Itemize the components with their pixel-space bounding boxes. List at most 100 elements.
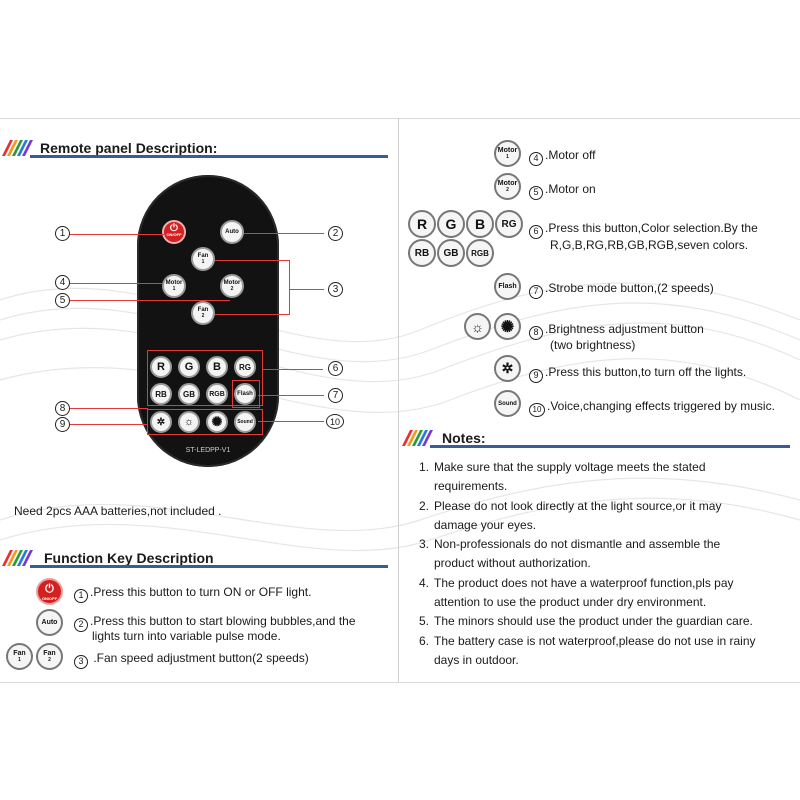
rg-button[interactable]: RG (234, 356, 256, 378)
right-item-7: 7.Strobe mode button,(2 speeds) (529, 280, 714, 299)
r-button-icon: R (408, 210, 436, 238)
lights-off-icon: ✲ (156, 416, 166, 428)
flash-button[interactable]: Flash (234, 383, 256, 405)
note-item: 3.Non-professionals do not dismantle and… (419, 537, 721, 571)
rainbow-stripes-icon (402, 430, 433, 446)
sound-button[interactable]: Sound (234, 411, 256, 433)
remote-model-label: ST-LEDPP-V1 (185, 447, 231, 454)
b-button[interactable]: B (206, 356, 228, 378)
r-button[interactable]: R (150, 356, 172, 378)
brightness-low-button[interactable]: ☼ (178, 411, 200, 433)
leader-line-1 (70, 234, 164, 235)
onoff-button[interactable]: ⏻ON/OFF (162, 220, 186, 244)
heading-rule (30, 565, 388, 568)
leader-line-5 (70, 300, 230, 301)
sun-small-icon: ☼ (471, 318, 484, 335)
note-item: 1.Make sure that the supply voltage meet… (419, 460, 706, 494)
callout-6: 6 (328, 361, 343, 376)
rgb-button[interactable]: RGB (206, 383, 228, 405)
heading-rule (430, 445, 790, 448)
auto-button-icon: Auto (36, 609, 63, 636)
leader-line-3c (289, 289, 324, 290)
power-icon: ⏻ (170, 223, 178, 234)
notes-heading: Notes: (400, 428, 792, 450)
leader-line-10 (258, 421, 324, 422)
callout-8: 8 (55, 401, 70, 416)
right-item-5: 5.Motor on (529, 181, 596, 200)
leader-line-3a (215, 260, 289, 261)
callout-3: 3 (328, 282, 343, 297)
callout-2: 2 (328, 226, 343, 241)
leader-line-8 (70, 408, 148, 409)
function-item-2: 2.Press this button to start blowing bub… (74, 613, 356, 632)
leader-line-3b (215, 314, 289, 315)
brightness-high-icon: ✺ (494, 313, 521, 340)
sound-button-icon: Sound (494, 390, 521, 417)
notes-list: 1.Make sure that the supply voltage meet… (416, 458, 796, 670)
rb-button[interactable]: RB (150, 383, 172, 405)
lower-buttons-highlight (147, 409, 263, 435)
right-item-4: 4.Motor off (529, 147, 595, 166)
rainbow-stripes-icon (2, 550, 33, 566)
auto-button[interactable]: Auto (220, 220, 244, 244)
leader-line-7 (258, 395, 324, 396)
remote-panel-heading: Remote panel Description: (0, 138, 390, 160)
column-divider (398, 118, 399, 683)
rainbow-stripes-icon (2, 140, 33, 156)
page-frame (0, 118, 800, 683)
lights-off-icon-button: ✲ (494, 355, 521, 382)
callout-4: 4 (55, 275, 70, 290)
b-button-icon: B (466, 210, 494, 238)
power-icon: ⏻ (45, 582, 54, 595)
g-button[interactable]: G (178, 356, 200, 378)
function-item-3: 3 .Fan speed adjustment button(2 speeds) (74, 650, 309, 669)
note-item: 5.The minors should use the product unde… (419, 614, 753, 629)
rgb-button-icon: RGB (466, 239, 494, 267)
callout-1: 1 (55, 226, 70, 241)
battery-note: Need 2pcs AAA batteries,not included . (14, 504, 222, 518)
sun-small-icon: ☼ (183, 416, 195, 428)
note-item: 4.The product does not have a waterproof… (419, 575, 734, 610)
note-item: 2.Please do not look directly at the lig… (419, 498, 722, 532)
notes-title: Notes: (442, 430, 486, 446)
leader-line-2 (244, 233, 324, 234)
leader-line-4 (70, 283, 162, 284)
lights-off-icon: ✲ (501, 360, 514, 376)
brightness-high-button[interactable]: ✺ (206, 411, 228, 433)
sun-large-icon: ✺ (211, 414, 223, 429)
callout-7: 7 (328, 388, 343, 403)
right-item-8-line2: (two brightness) (550, 338, 636, 352)
brightness-low-icon: ☼ (464, 313, 491, 340)
right-item-8: 8.Brightness adjustment button (529, 321, 704, 340)
leader-line-9 (70, 424, 148, 425)
right-item-9: 9.Press this button,to turn off the ligh… (529, 364, 746, 383)
sun-large-icon: ✺ (500, 318, 515, 336)
rg-button-icon: RG (495, 210, 523, 238)
function-key-title: Function Key Description (44, 550, 214, 566)
callout-9: 9 (55, 417, 70, 432)
flash-highlight (232, 380, 260, 408)
flash-button-icon: Flash (494, 273, 521, 300)
remote-panel-title: Remote panel Description: (40, 140, 218, 156)
right-item-10: 10.Voice,changing effects triggered by m… (529, 398, 775, 417)
gb-button[interactable]: GB (178, 383, 200, 405)
lights-off-button[interactable]: ✲ (150, 411, 172, 433)
right-item-6-line2: R,G,B,RG,RB,GB,RGB,seven colors. (550, 238, 749, 252)
right-item-6: 6.Press this button,Color selection.By t… (529, 220, 758, 239)
color-buttons-highlight (147, 350, 263, 406)
function-item-1: 1.Press this button to turn ON or OFF li… (74, 584, 311, 603)
leader-line-6 (263, 369, 323, 370)
function-key-heading: Function Key Description (0, 548, 390, 570)
function-item-2-line2: lights turn into variable pulse mode. (92, 629, 281, 643)
gb-button-icon: GB (437, 239, 465, 267)
rb-button-icon: RB (408, 239, 436, 267)
